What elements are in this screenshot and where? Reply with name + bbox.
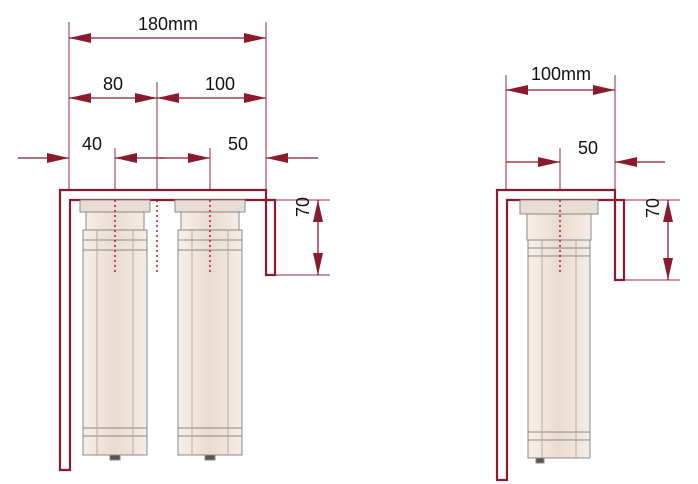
label-70: 70	[293, 197, 313, 217]
label-50-right: 50	[578, 138, 598, 158]
label-100mm: 100mm	[531, 64, 591, 84]
left-centerlines	[114, 200, 211, 272]
left-bracket	[58, 188, 277, 472]
right-dimension-lines	[506, 85, 673, 280]
label-80: 80	[103, 74, 123, 94]
left-cylinder-1	[79, 199, 151, 461]
right-bracket	[495, 188, 626, 482]
label-100: 100	[205, 74, 235, 94]
right-cylinder	[519, 199, 599, 464]
label-70-right: 70	[643, 198, 663, 218]
left-assembly: 180mm 80 100 40 50 70	[18, 14, 330, 472]
label-50: 50	[228, 134, 248, 154]
left-dimension-lines	[18, 33, 323, 275]
label-40: 40	[82, 134, 102, 154]
label-180mm: 180mm	[138, 14, 198, 34]
right-assembly: 100mm 50 70	[495, 64, 680, 482]
left-cylinder-2	[174, 199, 246, 461]
